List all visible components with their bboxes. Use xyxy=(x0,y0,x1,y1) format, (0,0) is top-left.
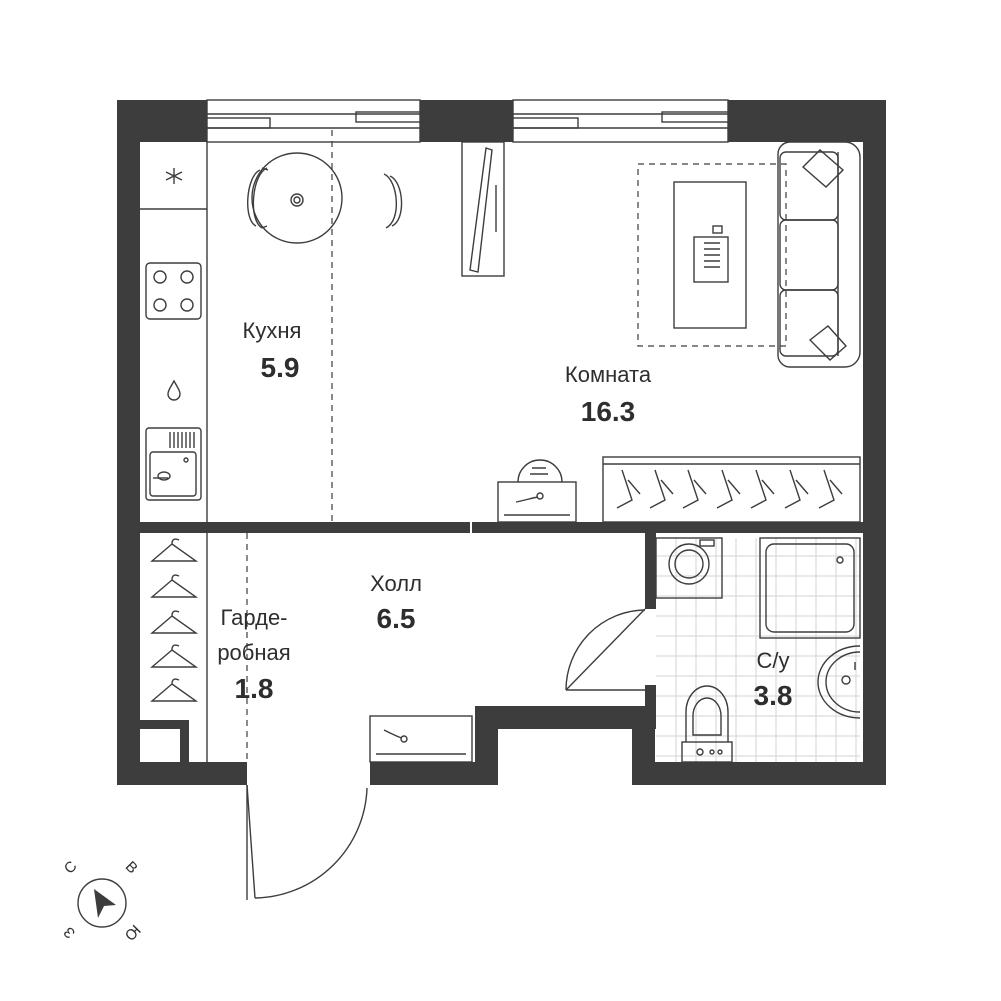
entrance-door-icon[interactable] xyxy=(246,784,368,900)
kitchen-label: Кухня 5.9 xyxy=(243,318,302,383)
desk-icon xyxy=(497,481,577,523)
kitchen-sink-icon xyxy=(145,427,202,501)
chair-right-icon xyxy=(383,173,403,229)
wardrobe-label: Гарде- робная 1.8 xyxy=(217,605,290,704)
kitchen-counter xyxy=(140,142,208,522)
desk-chair-icon xyxy=(517,459,563,483)
kitchen-area: 5.9 xyxy=(261,352,300,383)
water-drop-icon xyxy=(167,379,181,401)
sofa-icon xyxy=(777,141,861,368)
zone-boundaries xyxy=(246,130,470,762)
bathroom-sink-icon xyxy=(817,645,861,719)
room-area: 16.3 xyxy=(581,396,636,427)
stove-icon xyxy=(145,262,202,320)
hall-label: Холл 6.5 xyxy=(370,571,422,634)
chair-left-icon xyxy=(247,167,269,229)
hall-name: Холл xyxy=(370,571,422,596)
compass-arrow-icon xyxy=(94,889,116,918)
hall-area: 6.5 xyxy=(377,603,416,634)
bathroom-name: С/у xyxy=(757,648,790,673)
laptop-icon xyxy=(693,225,729,283)
shoe-cabinet-icon xyxy=(369,715,473,763)
bathroom-label: С/у 3.8 xyxy=(754,648,793,711)
wardrobe-name-line1: Гарде- xyxy=(220,605,287,630)
wardrobe-area: 1.8 xyxy=(235,673,274,704)
tv-stand-icon xyxy=(461,141,505,277)
bathroom-area: 3.8 xyxy=(754,680,793,711)
hanger-icons-room xyxy=(616,469,843,509)
shower-icon xyxy=(759,537,861,639)
washing-machine-icon xyxy=(655,537,723,599)
walls xyxy=(117,100,886,785)
compass: С В Ю З xyxy=(60,858,143,944)
window-left xyxy=(201,99,425,143)
coffee-table-icon xyxy=(673,181,747,329)
kitchen-name: Кухня xyxy=(243,318,302,343)
toilet-icon xyxy=(681,685,733,763)
dining-table-icon xyxy=(251,152,343,244)
hanger-icons-wardrobe xyxy=(150,538,199,702)
window-right xyxy=(507,99,733,143)
fridge-icon xyxy=(165,168,183,184)
wardrobe-name-line2: робная xyxy=(217,640,290,665)
bathroom-door-icon[interactable] xyxy=(565,608,646,691)
bathroom-floor-tiles xyxy=(656,538,860,762)
compass-east: В xyxy=(122,858,141,877)
compass-west: З xyxy=(60,923,78,941)
compass-north: С xyxy=(61,858,81,878)
room-name: Комната xyxy=(565,362,652,387)
room-closet xyxy=(602,456,861,523)
room-label: Комната 16.3 xyxy=(565,362,652,427)
compass-south: Ю xyxy=(121,921,144,944)
